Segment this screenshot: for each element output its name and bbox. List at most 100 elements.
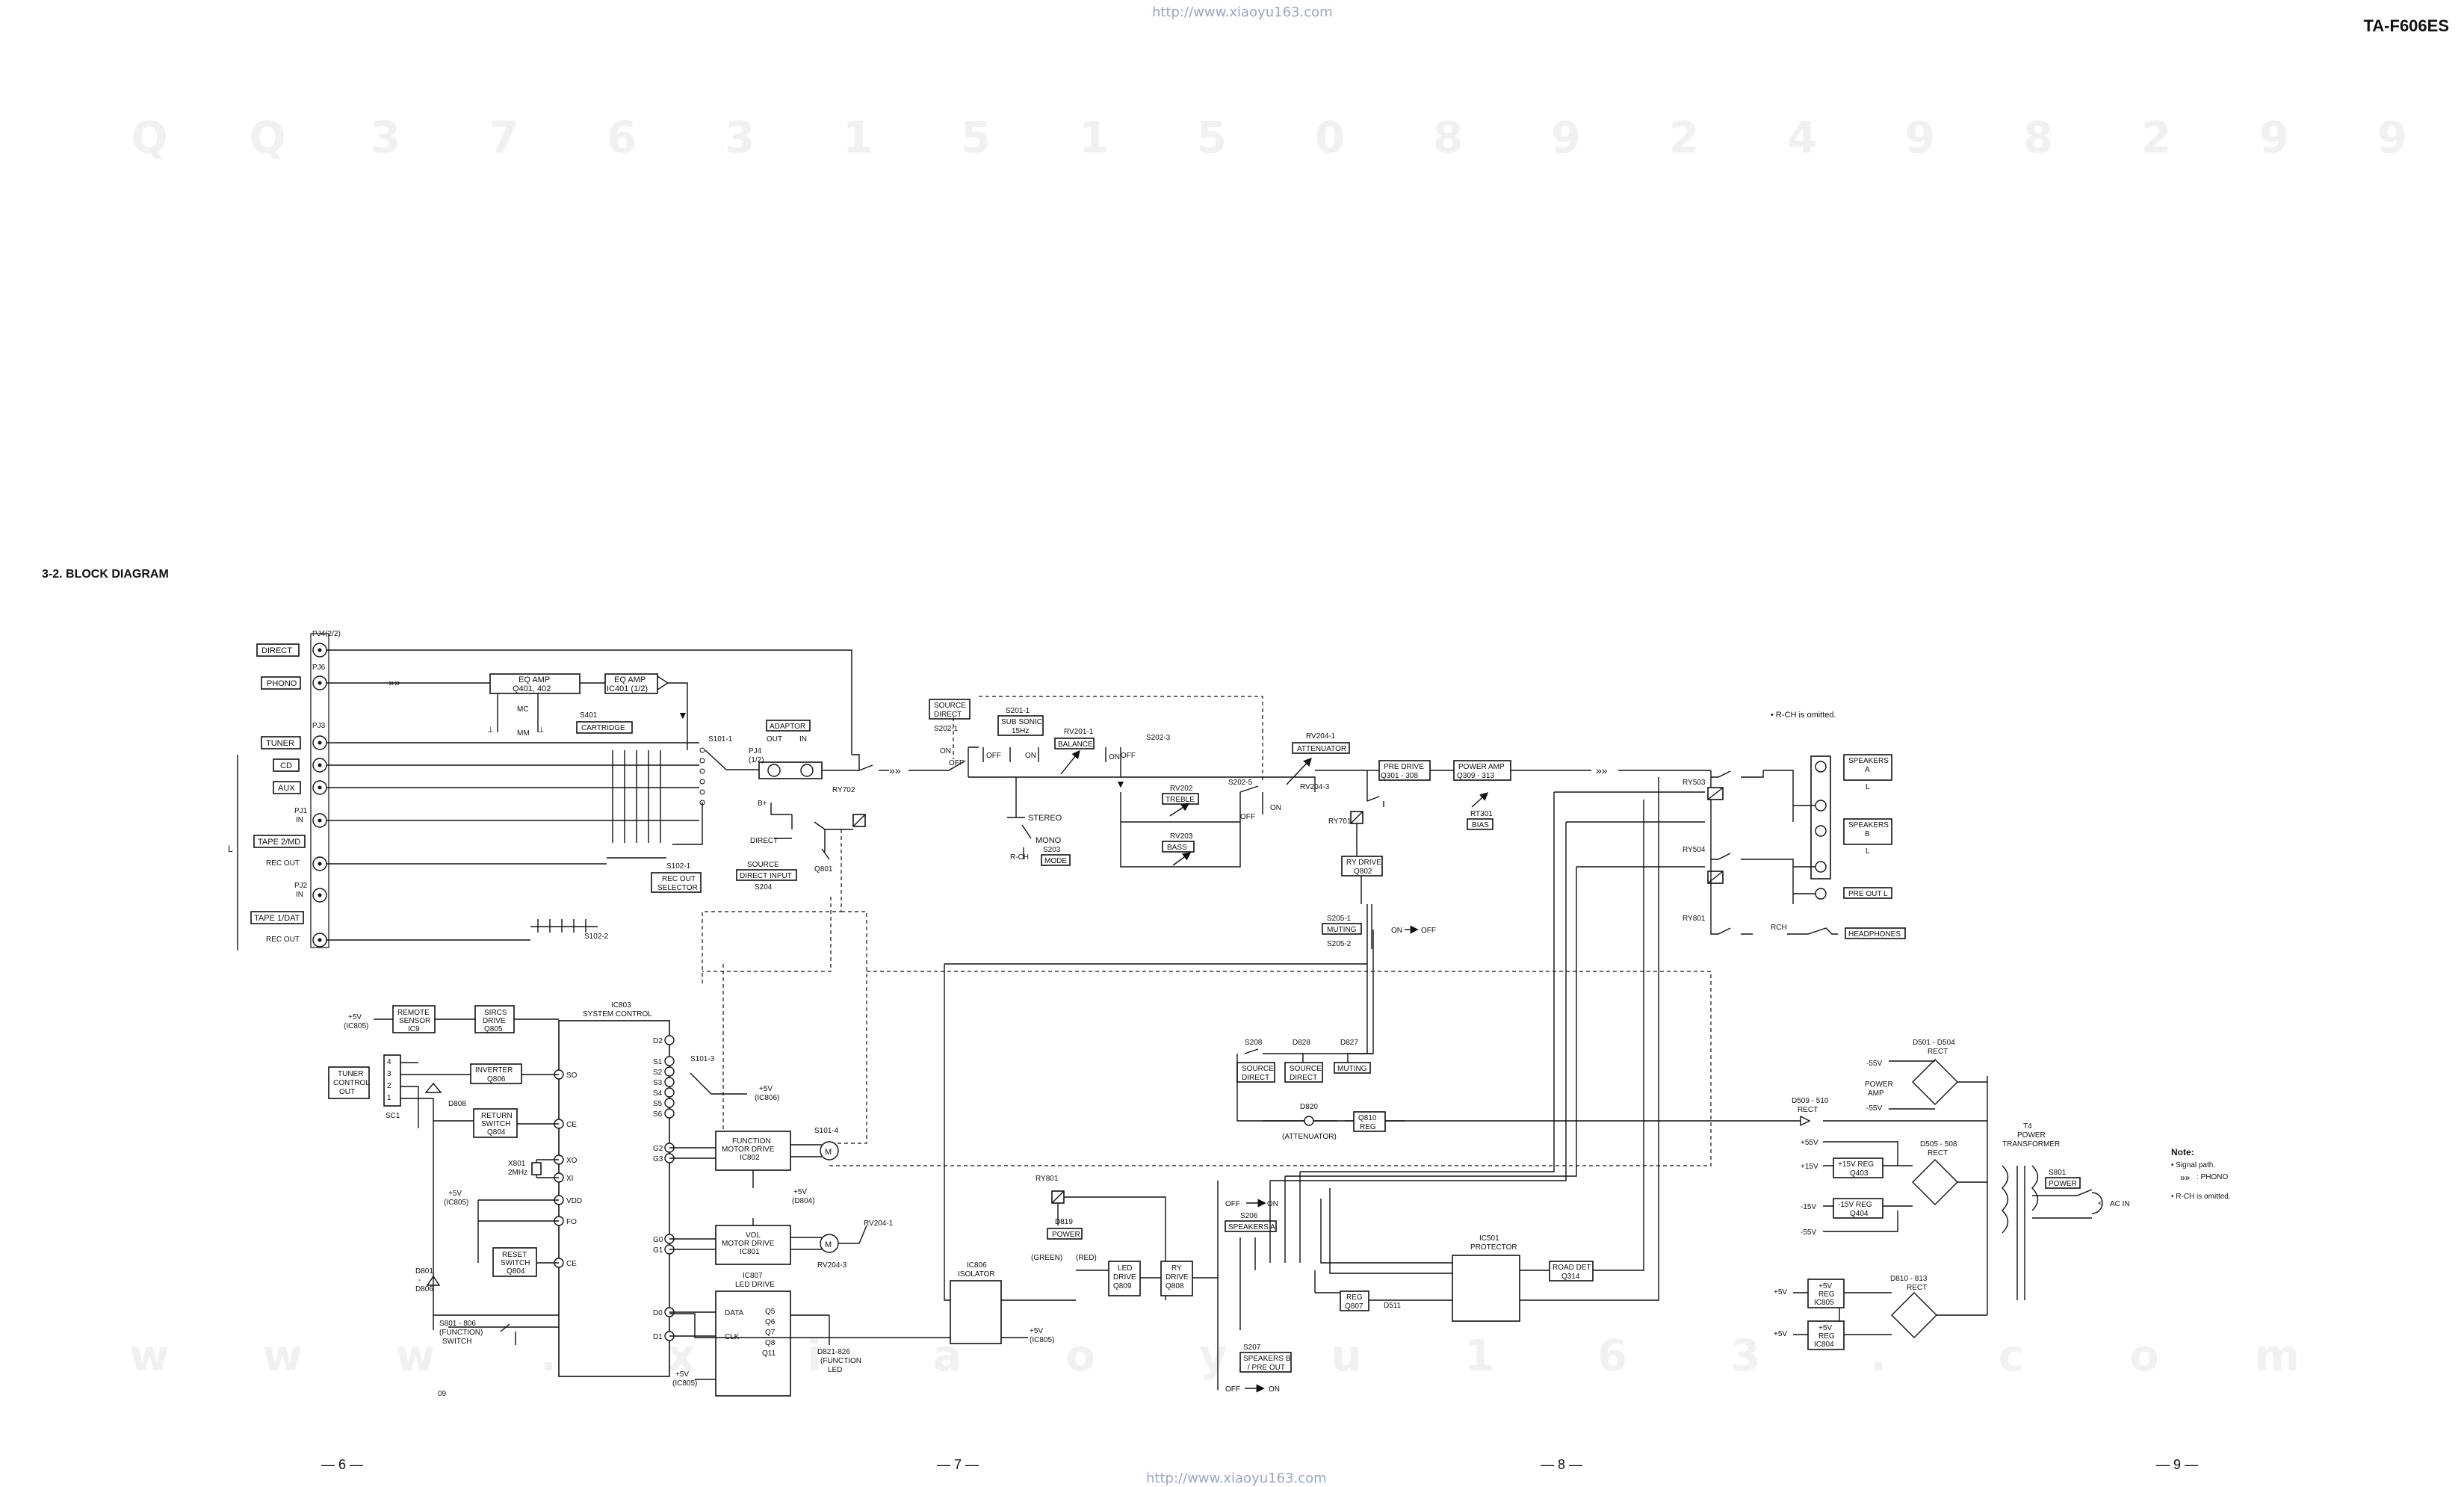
svg-text:S801 - 806: S801 - 806 [439, 1320, 476, 1328]
ic-pin-label: G3 [653, 1155, 663, 1163]
svg-text:+5V: +5V [1774, 1288, 1787, 1296]
svg-text:ADAPTOR: ADAPTOR [770, 723, 805, 731]
svg-text:OFF: OFF [1225, 1385, 1240, 1394]
bass-control: RV203 BASS [1162, 832, 1195, 853]
svg-text:PHONO: PHONO [267, 679, 297, 688]
svg-text:2MHz: 2MHz [508, 1169, 527, 1177]
watermark-char: 9 [2377, 112, 2408, 163]
watermark-char: 9 [1904, 112, 1936, 163]
svg-text:PJ6: PJ6 [312, 664, 326, 672]
input-phono: PHONO PJ6 [261, 664, 327, 690]
svg-text:ISOLATOR: ISOLATOR [958, 1270, 995, 1279]
page-number-9: — 9 — [2156, 1457, 2199, 1472]
ic-pin [664, 1066, 675, 1077]
watermark-char: Q [249, 112, 286, 163]
svg-text:ON: ON [1391, 927, 1402, 935]
svg-text:ON: ON [1270, 804, 1281, 812]
svg-text:OFF: OFF [949, 759, 964, 767]
adaptor: ADAPTOR OUT IN PJ4 (1/2) [749, 720, 823, 779]
svg-text:RV203: RV203 [1170, 832, 1193, 841]
svg-text:(IC805): (IC805) [672, 1379, 697, 1388]
speakers-b-label: SPEAKERS B L [1843, 818, 1892, 856]
svg-text:IN: IN [799, 735, 807, 744]
svg-text:+15V REG: +15V REG [1838, 1160, 1874, 1169]
svg-text:ATTENUATOR: ATTENUATOR [1297, 745, 1346, 753]
page-number-7: — 7 — [937, 1457, 979, 1472]
watermark-char: w [262, 1330, 303, 1381]
svg-text:(FUNCTION): (FUNCTION) [439, 1329, 483, 1337]
svg-text:SOURCE: SOURCE [934, 702, 966, 710]
section-title: 3-2. BLOCK DIAGRAM [42, 568, 169, 581]
svg-text:RECT: RECT [1907, 1284, 1927, 1292]
watermark-char: 5 [960, 112, 991, 163]
svg-text:RV202: RV202 [1170, 785, 1193, 793]
svg-text:PRE OUT L: PRE OUT L [1848, 890, 1888, 898]
svg-text:IC803: IC803 [611, 1001, 631, 1010]
svg-text:ROAD DET: ROAD DET [1553, 1264, 1591, 1272]
watermark-url-top: http://www.xiaoyu163.com [1152, 4, 1333, 20]
svg-text:CD: CD [280, 761, 292, 770]
notes: Note: • Signal path. »» : PHONO • R-CH i… [2171, 1147, 2231, 1201]
q810-reg: Q810 REG [1353, 1111, 1386, 1132]
svg-text:+55V: +55V [1801, 1139, 1818, 1147]
svg-text:MONO: MONO [1036, 836, 1062, 845]
svg-text:BALANCE: BALANCE [1058, 741, 1093, 749]
ic-pin [664, 1077, 675, 1087]
headphones-label: HEADPHONES [1845, 927, 1906, 939]
svg-text:-: - [418, 1276, 421, 1284]
svg-text:Q809: Q809 [1113, 1282, 1132, 1290]
watermark-char: 4 [1786, 112, 1818, 163]
attenuator: RV204-1 ATTENUATOR RV204-3 [1292, 732, 1350, 791]
svg-text:IC807: IC807 [743, 1272, 763, 1280]
watermark-char: 9 [1550, 112, 1582, 163]
svg-text:Q309 - 313: Q309 - 313 [1457, 772, 1494, 780]
svg-text:»»: »» [1596, 764, 1608, 776]
svg-text:IC401 (1/2): IC401 (1/2) [607, 684, 648, 693]
treble-control: RV202 TREBLE [1162, 785, 1199, 805]
svg-text:OFF: OFF [1121, 752, 1136, 760]
speakers-b-switch: S207 SPEAKERS B / PRE OUT OFF ON [1225, 1344, 1292, 1394]
svg-text:RY801: RY801 [1683, 915, 1706, 923]
svg-text:D801: D801 [415, 1267, 433, 1276]
svg-text:A: A [1865, 766, 1870, 774]
watermark-char: . [539, 1330, 557, 1381]
svg-text:RESET: RESET [502, 1251, 527, 1259]
ic-pin-label: D0 [653, 1309, 663, 1317]
svg-text:RV201-1: RV201-1 [1064, 728, 1094, 736]
svg-text:+5V: +5V [448, 1190, 462, 1198]
ic-pin-label: XI [566, 1175, 573, 1183]
svg-text:SOURCE: SOURCE [747, 861, 779, 869]
svg-text:MUTING: MUTING [1337, 1065, 1367, 1073]
watermark-char: . [1869, 1330, 1887, 1381]
svg-text:Q807: Q807 [1345, 1302, 1363, 1311]
svg-text:Q11: Q11 [762, 1350, 776, 1358]
svg-text:(IC805): (IC805) [1030, 1336, 1054, 1344]
svg-text:DIRECT: DIRECT [1242, 1074, 1269, 1082]
rect-d509-510: D509 - 510 RECT [1792, 1097, 1829, 1114]
svg-text:D808: D808 [448, 1100, 466, 1108]
svg-text:+5V: +5V [1774, 1330, 1787, 1338]
svg-text:D819: D819 [1055, 1218, 1073, 1226]
svg-text:LED DRIVE: LED DRIVE [735, 1281, 775, 1289]
sircs-drive-q805: SIRCS DRIVE Q805 [474, 1005, 515, 1033]
svg-text:ON: ON [1109, 753, 1120, 761]
svg-text:RY: RY [1171, 1264, 1182, 1273]
svg-text:+5V: +5V [1818, 1324, 1832, 1332]
svg-text:SYSTEM CONTROL: SYSTEM CONTROL [583, 1010, 652, 1018]
power-amp: POWER AMP Q309 - 313 [1453, 760, 1511, 781]
svg-text:POWER: POWER [1052, 1231, 1080, 1239]
watermark-char: 3 [1730, 1330, 1761, 1381]
svg-text:RV204-3: RV204-3 [1300, 783, 1330, 791]
svg-text:Q404: Q404 [1850, 1210, 1869, 1218]
svg-text:(D804): (D804) [792, 1197, 815, 1205]
svg-text:TUNER: TUNER [338, 1070, 363, 1078]
speakers-a-label: SPEAKERS A L [1843, 754, 1892, 791]
svg-text:OFF: OFF [1225, 1200, 1240, 1208]
svg-text:IC802: IC802 [740, 1154, 760, 1162]
svg-text:S207: S207 [1243, 1344, 1261, 1352]
svg-text:LED: LED [828, 1366, 842, 1374]
rect-d505-508: D505 - 508 RECT [1920, 1140, 1957, 1157]
svg-text:• R-CH is omitted.: • R-CH is omitted. [2171, 1193, 2231, 1201]
svg-text:RT301: RT301 [1470, 810, 1493, 818]
